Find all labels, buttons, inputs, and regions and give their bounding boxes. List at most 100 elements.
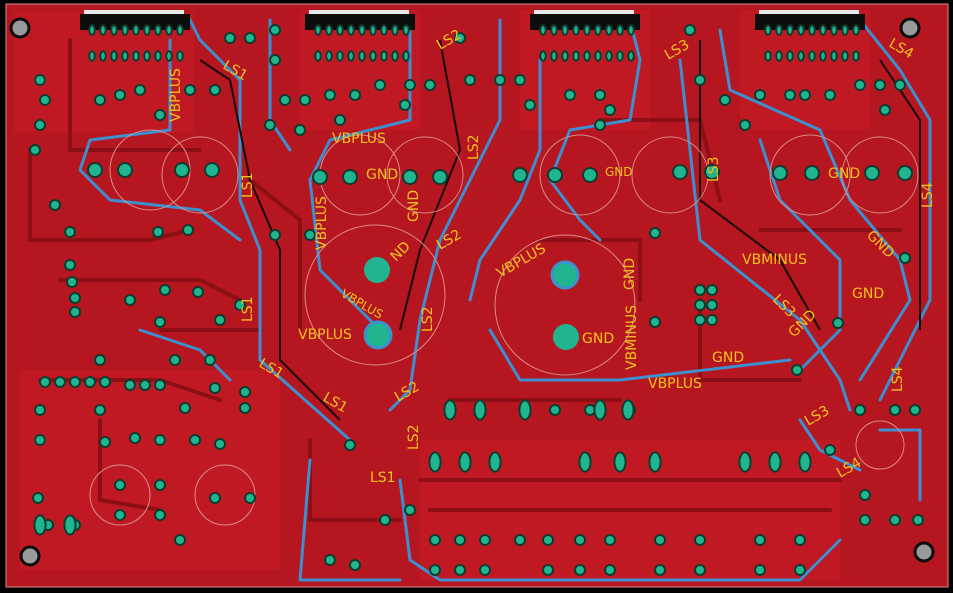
pad <box>604 564 616 576</box>
pad <box>454 32 466 44</box>
power-pad-vbminus <box>550 260 580 290</box>
pad <box>179 402 191 414</box>
pad <box>380 50 388 62</box>
pad <box>269 54 281 66</box>
pad <box>594 89 606 101</box>
pad <box>209 492 221 504</box>
pad <box>684 24 696 36</box>
pad <box>719 94 731 106</box>
pad <box>99 24 107 36</box>
pad <box>594 119 606 131</box>
pad <box>87 162 103 178</box>
pad <box>572 50 580 62</box>
pad <box>854 404 866 416</box>
pad <box>574 564 586 576</box>
pad <box>176 50 184 62</box>
pad <box>132 24 140 36</box>
pad <box>583 50 591 62</box>
label-ls3-b: LS3 <box>706 156 722 182</box>
pad <box>33 514 47 536</box>
label-ls2-d: LS2 <box>420 306 436 332</box>
pad <box>694 314 706 326</box>
pad <box>269 24 281 36</box>
pad <box>34 74 46 86</box>
pad <box>110 24 118 36</box>
pad <box>648 451 662 473</box>
pad <box>550 24 558 36</box>
mounting-holes <box>9 17 935 567</box>
pad <box>791 364 803 376</box>
pad <box>874 79 886 91</box>
pad <box>706 314 718 326</box>
pad <box>479 564 491 576</box>
label-gnd-c: GND <box>605 165 633 179</box>
label-ls2-f: LS2 <box>406 424 422 450</box>
pad <box>49 199 61 211</box>
pad <box>84 376 96 388</box>
pad <box>454 534 466 546</box>
pad <box>336 24 344 36</box>
component-pads <box>29 24 924 576</box>
pad <box>374 79 386 91</box>
pad <box>88 50 96 62</box>
mounting-hole-bottom-left <box>19 545 41 567</box>
pad <box>349 559 361 571</box>
pad <box>542 564 554 576</box>
label-gnd-a: GND <box>366 167 398 183</box>
pad <box>824 444 836 456</box>
pad <box>514 74 526 86</box>
power-pad-gnd-right <box>553 324 579 350</box>
pad <box>621 399 635 421</box>
pad <box>244 32 256 44</box>
power-pad-vbplus <box>363 320 393 350</box>
pad <box>797 24 805 36</box>
pad <box>114 479 126 491</box>
pad <box>94 94 106 106</box>
pad <box>404 79 416 91</box>
pad <box>854 79 866 91</box>
pad <box>654 564 666 576</box>
label-gnd-i: GND <box>852 286 884 302</box>
pad <box>124 294 136 306</box>
pad <box>325 24 333 36</box>
pad <box>279 94 291 106</box>
pad <box>549 404 561 416</box>
pad <box>899 252 911 264</box>
pad <box>143 24 151 36</box>
pad <box>798 451 812 473</box>
pad <box>572 24 580 36</box>
pad <box>672 164 688 180</box>
pad <box>349 89 361 101</box>
pad <box>64 259 76 271</box>
pad <box>184 84 196 96</box>
pad <box>39 94 51 106</box>
pad <box>473 399 487 421</box>
pad <box>604 104 616 116</box>
pad <box>514 534 526 546</box>
pad <box>593 399 607 421</box>
pad <box>314 50 322 62</box>
pad <box>304 229 316 241</box>
pad <box>121 24 129 36</box>
label-ls4-b: LS4 <box>920 182 936 208</box>
pad <box>154 316 166 328</box>
pad <box>204 162 220 178</box>
power-pads <box>363 257 580 350</box>
pad <box>859 489 871 501</box>
label-ls1-c: LS1 <box>240 296 256 322</box>
label-gnd-d: GND <box>622 258 638 290</box>
pad <box>808 24 816 36</box>
pad <box>369 50 377 62</box>
pad <box>209 382 221 394</box>
pad <box>380 24 388 36</box>
pad <box>627 50 635 62</box>
pad <box>379 514 391 526</box>
pad <box>334 114 346 126</box>
pad <box>830 24 838 36</box>
label-ls1-f: LS1 <box>370 470 396 486</box>
pad <box>192 286 204 298</box>
pad <box>152 226 164 238</box>
pad <box>604 534 616 546</box>
pad <box>324 554 336 566</box>
pad <box>344 439 356 451</box>
